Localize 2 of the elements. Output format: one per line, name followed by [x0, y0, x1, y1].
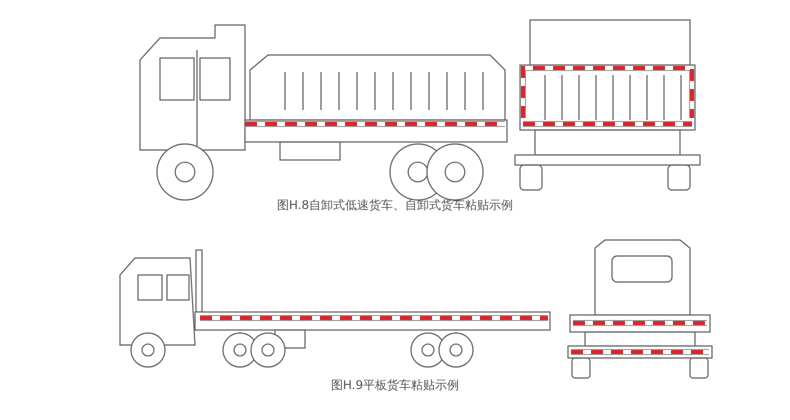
- figure-caption: 图H.8自卸式低速货车、自卸式货车粘贴示例: [276, 197, 514, 214]
- figure-caption: 图H.9平板货车粘贴示例: [330, 377, 460, 394]
